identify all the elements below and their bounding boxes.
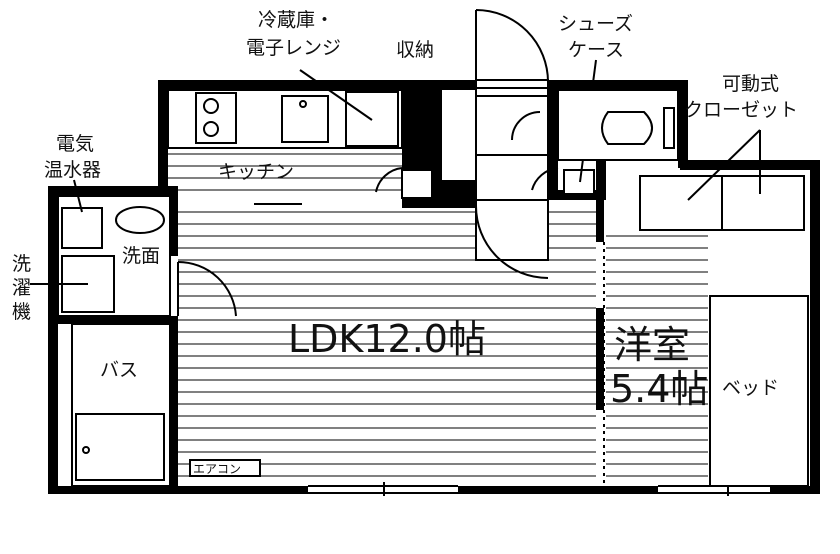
heater-label-1: 電気 (56, 133, 94, 155)
kitchen-label: キッチン (218, 161, 294, 183)
bath-label: バス (100, 359, 138, 381)
bath (71, 323, 171, 487)
aircon (189, 459, 261, 477)
kitchen-floor-lines (168, 153, 402, 191)
washroom-label: 洗面 (122, 245, 160, 267)
bed-label: ベッド (722, 377, 779, 399)
fridge-label-2: 電子レンジ (246, 37, 341, 59)
shoe-label-1: シューズ (558, 13, 633, 35)
storage-label: 収納 (396, 39, 434, 61)
toilet-room (511, 89, 679, 161)
aircon-label: エアコン (193, 462, 241, 476)
closet-label-1: 可動式 (722, 73, 779, 95)
western-room-size: 5.4帖 (610, 367, 708, 411)
heater-label-2: 温水器 (44, 159, 101, 181)
shoe-label-2: ケース (568, 39, 624, 61)
bed (709, 295, 809, 487)
kitchen-door (375, 167, 433, 199)
fridge-space (299, 69, 399, 147)
western-room-floor-lines (606, 235, 708, 477)
ldk-label: LDK12.0帖 (288, 317, 486, 361)
washer-label-2: 濯 (12, 277, 31, 299)
entrance (475, 9, 549, 279)
washroom (30, 179, 237, 334)
closet-label-2: クローゼット (684, 99, 798, 121)
western-room-name: 洋室 (614, 323, 690, 367)
washer-label-3: 機 (12, 301, 31, 323)
fridge-label-1: 冷蔵庫・ (258, 9, 334, 31)
closet (639, 129, 805, 231)
ldk-floor-lines (178, 211, 596, 477)
washer-label-1: 洗 (12, 253, 31, 275)
